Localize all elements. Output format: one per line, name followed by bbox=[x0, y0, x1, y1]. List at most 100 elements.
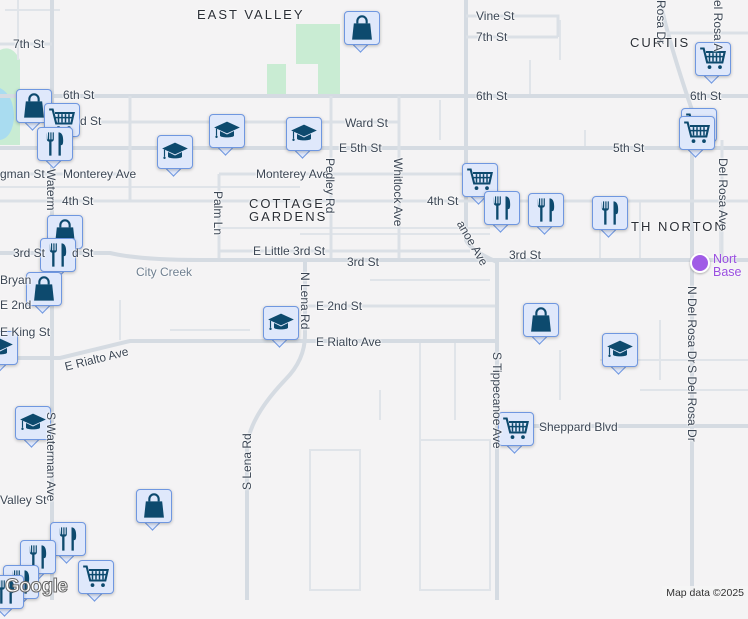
street-label: E 2nd bbox=[0, 298, 32, 312]
restaurant-icon bbox=[488, 194, 516, 222]
street-label: 7th St bbox=[13, 37, 45, 51]
area-label-curtis: CURTIS bbox=[630, 35, 691, 50]
street-label: E Little 3rd St bbox=[253, 244, 326, 258]
area-label-east-valley: EAST VALLEY bbox=[197, 7, 305, 22]
street-label: Pedley Rd bbox=[323, 158, 337, 214]
street-label: E 5th St bbox=[339, 141, 382, 155]
poi-marker-shopping-bag[interactable] bbox=[344, 11, 382, 55]
poi-marker-shopping-cart[interactable] bbox=[679, 116, 717, 160]
street-label: 6th St bbox=[690, 89, 722, 103]
street-label: d St bbox=[80, 114, 102, 128]
lake bbox=[0, 88, 14, 140]
poi-marker-school[interactable] bbox=[0, 331, 20, 375]
map-attribution[interactable]: Map data ©2025 bbox=[662, 586, 748, 600]
poi-marker-restaurant[interactable] bbox=[592, 196, 630, 240]
poi-marker-shopping-cart[interactable] bbox=[78, 560, 116, 604]
area-label-gardens: GARDENS bbox=[249, 209, 328, 224]
poi-marker-school[interactable] bbox=[209, 114, 247, 158]
street-label: E King St bbox=[0, 325, 51, 339]
park bbox=[296, 24, 340, 64]
street-label: Valley St bbox=[0, 493, 47, 507]
place-name-line1: Nort bbox=[713, 252, 737, 266]
street-label: 4th St bbox=[62, 194, 94, 208]
road-3rd-st bbox=[0, 251, 748, 262]
street-label: Bryan bbox=[0, 273, 32, 287]
street-label: 3rd St bbox=[509, 248, 542, 262]
school-icon bbox=[161, 138, 189, 166]
restaurant-icon bbox=[596, 199, 624, 227]
poi-marker-shopping-cart[interactable] bbox=[462, 163, 500, 207]
place-name-line2: Base bbox=[713, 265, 742, 279]
shopping-cart-icon bbox=[466, 166, 494, 194]
school-icon bbox=[19, 409, 47, 437]
street-label: Ward St bbox=[345, 116, 388, 130]
road-7th-st bbox=[0, 35, 558, 46]
area-label-cottage: COTTAGE bbox=[249, 196, 325, 211]
street-label: S Lena Rd bbox=[240, 433, 254, 490]
shopping-cart-icon bbox=[683, 119, 711, 147]
shopping-bag-icon bbox=[30, 275, 58, 303]
street-label: Palm Ln bbox=[211, 191, 225, 236]
shopping-bag-icon bbox=[527, 306, 555, 334]
street-label: Sheppard Blvd bbox=[539, 420, 618, 434]
street-label: 3rd St bbox=[13, 246, 46, 260]
restaurant-icon bbox=[54, 525, 82, 553]
poi-marker-restaurant[interactable] bbox=[37, 127, 75, 171]
poi-marker-school[interactable] bbox=[602, 333, 640, 377]
shopping-bag-icon bbox=[140, 492, 168, 520]
poi-marker-school[interactable] bbox=[15, 406, 53, 450]
street-label: Monterey Ave bbox=[256, 167, 330, 181]
street-label: el Rosa A bbox=[711, 0, 725, 52]
street-label: gman St bbox=[0, 167, 45, 181]
road-del-rosa-dr bbox=[658, 0, 694, 600]
poi-marker-school[interactable] bbox=[157, 135, 195, 179]
poi-marker-shopping-bag[interactable] bbox=[26, 272, 64, 316]
street-label: 5th St bbox=[613, 141, 645, 155]
street-label: Waterm bbox=[44, 169, 58, 211]
creek-label: City Creek bbox=[136, 265, 193, 279]
school-icon bbox=[606, 336, 634, 364]
street-label: 7th St bbox=[476, 30, 508, 44]
poi-marker-shopping-cart[interactable] bbox=[695, 42, 733, 86]
shopping-cart-icon bbox=[82, 563, 110, 591]
street-label: 3rd St bbox=[347, 255, 380, 269]
map-canvas[interactable] bbox=[0, 0, 748, 600]
street-label: S Tippecanoe Ave bbox=[490, 352, 504, 449]
school-icon bbox=[267, 309, 295, 337]
street-label: S Waterman Ave bbox=[44, 412, 58, 502]
street-label: E Rialto Ave bbox=[316, 335, 382, 349]
street-label: Rosa Dr bbox=[654, 0, 668, 45]
park bbox=[318, 64, 340, 94]
street-label: Monterey Ave bbox=[63, 167, 137, 181]
poi-marker-school[interactable] bbox=[286, 117, 324, 161]
poi-marker-restaurant[interactable] bbox=[40, 238, 78, 282]
poi-marker-shopping-bag[interactable] bbox=[523, 303, 561, 347]
google-logo: Google bbox=[4, 576, 68, 598]
street-label: N Del Rosa Dr bbox=[685, 286, 699, 364]
street-label: N Lena Rd bbox=[298, 272, 312, 330]
street-label: 6th St bbox=[63, 88, 95, 102]
street-label: 6th St bbox=[476, 89, 508, 103]
shopping-bag-icon bbox=[348, 14, 376, 42]
poi-marker-restaurant[interactable] bbox=[484, 191, 522, 235]
restaurant-icon bbox=[44, 241, 72, 269]
poi-marker-restaurant[interactable] bbox=[50, 522, 88, 566]
shopping-cart-icon bbox=[502, 415, 530, 443]
street-label: Vine St bbox=[476, 9, 515, 23]
poi-marker-shopping-cart[interactable] bbox=[498, 412, 536, 456]
road-tippecanoe-ave bbox=[464, 0, 499, 600]
street-label: Whitlock Ave bbox=[391, 158, 405, 227]
school-icon bbox=[213, 117, 241, 145]
poi-marker-shopping-bag[interactable] bbox=[136, 489, 174, 533]
museum-icon bbox=[690, 253, 710, 273]
restaurant-icon bbox=[41, 130, 69, 158]
street-label: d St bbox=[72, 246, 94, 260]
poi-marker-restaurant[interactable] bbox=[528, 193, 566, 237]
poi-marker-school[interactable] bbox=[263, 306, 301, 350]
street-label: S Del Rosa Dr bbox=[685, 365, 699, 442]
school-icon bbox=[290, 120, 318, 148]
road-vine-st bbox=[466, 14, 560, 37]
street-label: 4th St bbox=[427, 194, 459, 208]
street-label: E 2nd St bbox=[316, 299, 363, 313]
